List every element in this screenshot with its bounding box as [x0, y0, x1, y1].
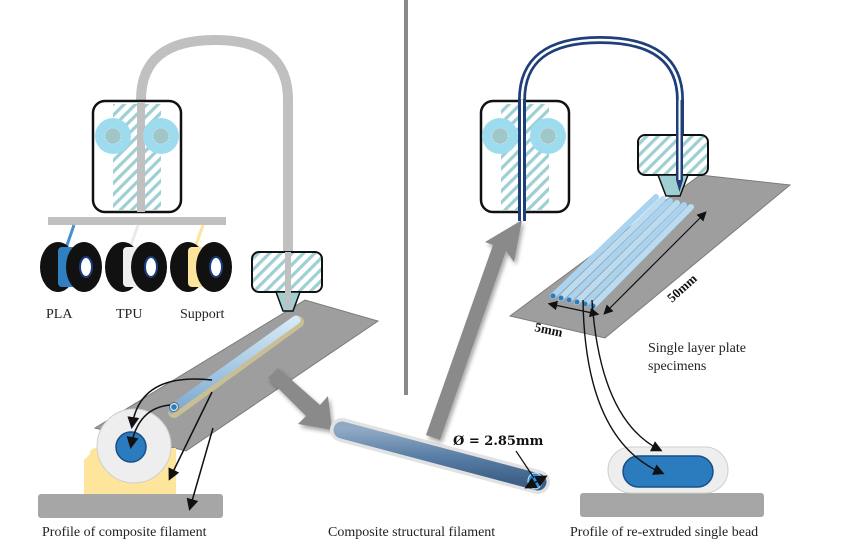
pointer-arrow-bead-core: [582, 299, 665, 475]
left-printed-rod: [167, 315, 304, 418]
width-label: 5mm: [533, 319, 564, 340]
diameter-label: Ø = 2.85mm: [453, 434, 544, 449]
right-nozzle: [637, 100, 709, 197]
caption-right: Profile of re-extruded single bead: [570, 525, 758, 540]
spool-label-support: Support: [180, 307, 224, 322]
bead-profile-base: [580, 493, 764, 517]
flow-arrow-to-filament: [268, 368, 332, 430]
composite-filament: [330, 418, 550, 494]
right-printer: [479, 35, 684, 221]
pointer-arrow-bead-shell: [591, 299, 663, 452]
spool-label-tpu: TPU: [116, 307, 142, 322]
specimen-label-line2: specimens: [648, 359, 706, 374]
profile-base-plate: [38, 494, 223, 518]
specimen-label-line1: Single layer plate: [648, 341, 746, 356]
spool-bar: [48, 217, 226, 225]
caption-left: Profile of composite filament: [42, 525, 207, 540]
bowden-tube-gray: [136, 34, 293, 290]
dim-arrow-length: [603, 211, 707, 315]
dim-arrow-width: [547, 300, 600, 318]
bead-core-profile: [622, 455, 714, 488]
pointer-arrow-shell: [127, 378, 213, 429]
spool-tpu: [105, 242, 167, 292]
spool-support: [170, 242, 232, 292]
pla-core-profile: [115, 431, 147, 463]
flow-arrow-to-extruder: [426, 220, 522, 440]
left-printer: [48, 34, 293, 290]
pointer-arrow-plate: [186, 427, 214, 511]
pointer-arrow-core: [126, 404, 171, 449]
spool-label-pla: PLA: [46, 307, 73, 322]
spool-pla: [40, 242, 102, 292]
caption-middle: Composite structural filament: [328, 525, 495, 540]
pointer-arrow-support: [168, 391, 213, 481]
left-nozzle: [251, 251, 323, 312]
